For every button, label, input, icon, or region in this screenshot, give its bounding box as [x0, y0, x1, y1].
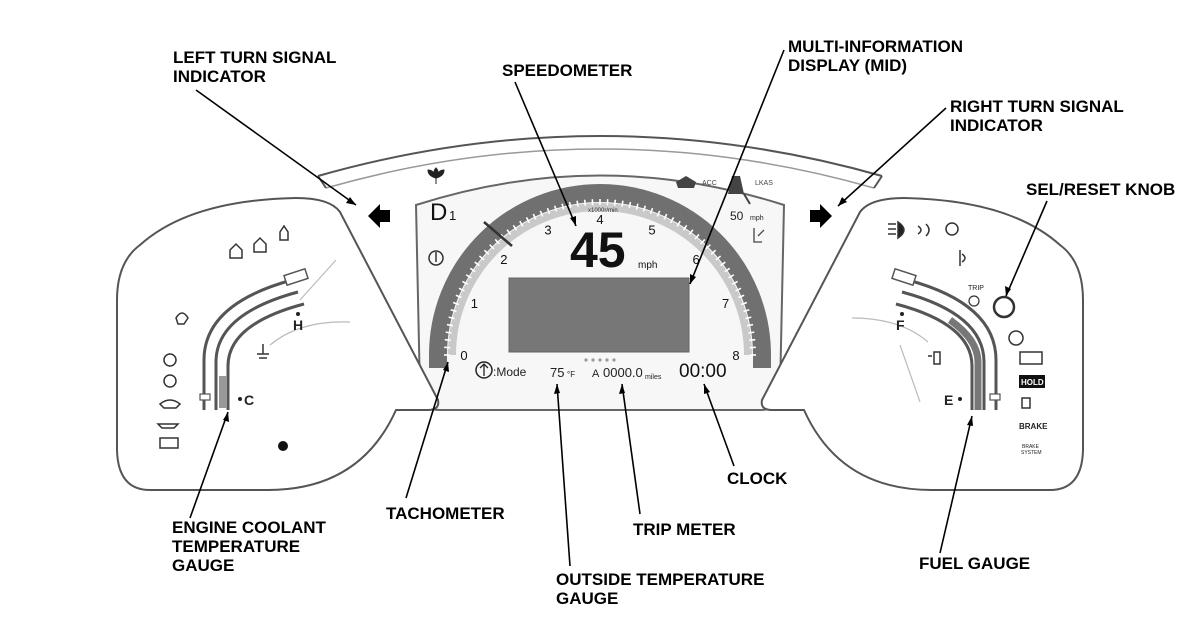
left-arrow-icon [368, 204, 390, 228]
label-mid-line-2: DISPLAY (MID) [788, 56, 963, 75]
coolant-cold-label: C [244, 392, 254, 408]
tachometer-minor-tick [615, 200, 616, 206]
tachometer-minor-tick [622, 201, 623, 207]
acc-car-icon [676, 176, 696, 188]
fuel-full-dot [900, 312, 904, 316]
right-arrow-icon [810, 204, 832, 228]
gear-indicator: D [430, 199, 447, 226]
leader-right-turn [838, 108, 946, 206]
fuel-gauge-empty-mark [990, 394, 1000, 400]
acc-set-speed: 50 [730, 209, 744, 223]
tachometer-minor-tick [577, 201, 578, 207]
brake-label: BRAKE [1019, 422, 1048, 431]
mid-page-dot [598, 358, 601, 361]
fuel-full-label: F [896, 317, 905, 333]
tachometer-numeral: 3 [544, 222, 551, 237]
label-fuel-gauge: FUEL GAUGE [919, 554, 1030, 573]
mid-page-dot [591, 358, 594, 361]
label-tachometer: TACHOMETER [386, 504, 505, 523]
hood-right-edge [874, 176, 882, 188]
label-speedometer-line-1: SPEEDOMETER [502, 61, 632, 80]
label-right-turn-line-1: RIGHT TURN SIGNAL [950, 97, 1124, 116]
label-engine-coolant: ENGINE COOLANT TEMPERATURE GAUGE [172, 518, 326, 575]
leader-left-turn [196, 90, 356, 205]
coolant-hot-label: H [293, 317, 303, 333]
fuel-empty-label: E [944, 392, 953, 408]
label-mid: MULTI-INFORMATION DISPLAY (MID) [788, 37, 963, 75]
label-coolant-line-2: TEMPERATURE [172, 537, 326, 556]
label-right-turn-line-2: INDICATOR [950, 116, 1124, 135]
label-coolant-line-1: ENGINE COOLANT [172, 518, 326, 537]
tachometer-numeral: 0 [460, 348, 467, 363]
mode-label: :Mode [493, 365, 527, 379]
tachometer-numeral: 7 [722, 296, 729, 311]
tachometer-numeral: 6 [693, 252, 700, 267]
speed-value: 45 [570, 222, 626, 278]
hold-label: HOLD [1021, 378, 1044, 387]
ignition-indicator-dot [278, 441, 288, 451]
mid-page-dot [612, 358, 615, 361]
label-sel-reset-knob: SEL/RESET KNOB [1026, 180, 1175, 199]
label-clock-line-1: CLOCK [727, 469, 787, 488]
label-left-turn-line-1: LEFT TURN SIGNAL [173, 48, 336, 67]
label-mid-line-1: MULTI-INFORMATION [788, 37, 963, 56]
label-clock: CLOCK [727, 469, 787, 488]
tachometer-numeral: 8 [732, 348, 739, 363]
mid-page-dot [584, 358, 587, 361]
label-outside-temp-line-1: OUTSIDE TEMPERATURE [556, 570, 764, 589]
tachometer-minor-tick [749, 340, 755, 341]
label-right-turn-signal: RIGHT TURN SIGNAL INDICATOR [950, 97, 1124, 135]
tachometer-minor-tick [446, 332, 452, 333]
speed-unit: mph [638, 260, 657, 271]
fuel-empty-dot [958, 397, 962, 401]
leader-outside-temp [557, 384, 570, 566]
tachometer-unit: x1000r/min [588, 208, 618, 214]
tachometer-minor-tick [585, 200, 586, 206]
label-trip-line-1: TRIP METER [633, 520, 736, 539]
acc-label: ACC [702, 180, 717, 187]
left-pod-outline [117, 198, 438, 490]
outside-temp-unit: °F [567, 370, 575, 379]
label-trip-meter: TRIP METER [633, 520, 736, 539]
coolant-gauge-cold-mark [200, 394, 210, 400]
label-fuel-line-1: FUEL GAUGE [919, 554, 1030, 573]
label-sel-reset-line-1: SEL/RESET KNOB [1026, 180, 1175, 199]
coolant-hot-dot [296, 312, 300, 316]
label-left-turn-signal: LEFT TURN SIGNAL INDICATOR [173, 48, 336, 86]
trip-knob-label: TRIP [968, 285, 984, 292]
outside-temp-value: 75 [550, 365, 564, 380]
label-outside-temperature: OUTSIDE TEMPERATURE GAUGE [556, 570, 764, 608]
trip-label: A [592, 368, 600, 380]
tachometer-numeral: 2 [500, 252, 507, 267]
sel-reset-knob[interactable] [994, 297, 1014, 317]
label-outside-temp-line-2: GAUGE [556, 589, 764, 608]
label-speedometer: SPEEDOMETER [502, 61, 632, 80]
eco-leaf-icon [428, 168, 444, 184]
lkas-label: LKAS [755, 180, 773, 187]
tachometer-numeral: 5 [648, 222, 655, 237]
label-tachometer-line-1: TACHOMETER [386, 504, 505, 523]
label-coolant-line-3: GAUGE [172, 556, 326, 575]
gear-sub-indicator: 1 [449, 208, 456, 223]
mid-screen [509, 278, 689, 352]
tachometer-minor-tick [748, 332, 754, 333]
tachometer-numeral: 1 [471, 296, 478, 311]
coolant-gauge-level [219, 376, 227, 408]
brake-system-label-2: SYSTEM [1021, 450, 1042, 456]
acc-set-speed-unit: mph [750, 215, 764, 222]
coolant-cold-dot [238, 397, 242, 401]
tachometer-minor-tick [445, 340, 451, 341]
trip-value: 0000.0 [603, 365, 643, 380]
label-left-turn-line-2: INDICATOR [173, 67, 336, 86]
mid-page-dot [605, 358, 608, 361]
clock-value: 00:00 [679, 361, 727, 382]
trip-unit: miles [645, 374, 662, 381]
